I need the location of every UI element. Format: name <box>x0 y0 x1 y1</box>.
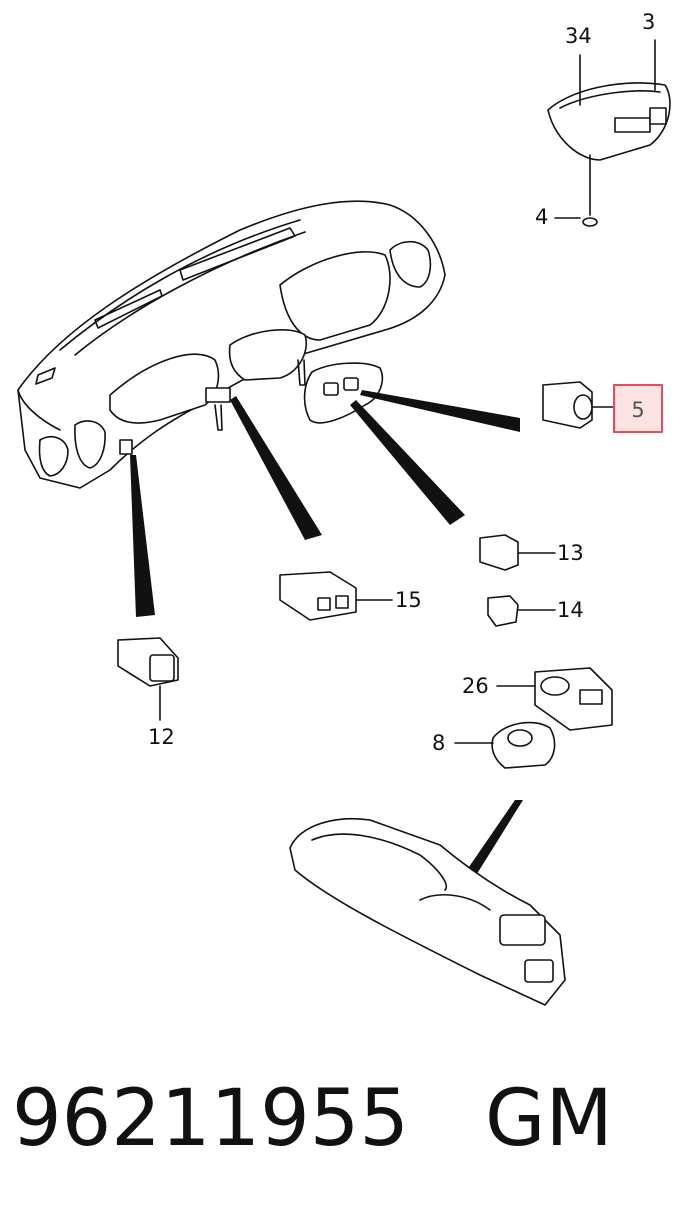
callout-14: 14 <box>557 598 584 622</box>
cap-14-part <box>487 595 556 627</box>
switch-13-part <box>479 534 556 571</box>
highlighted-part-callout[interactable]: 5 <box>613 384 663 433</box>
instrument-panel <box>17 200 446 489</box>
callout-13: 13 <box>557 541 584 565</box>
callout-15: 15 <box>395 588 422 612</box>
switch-panel-26-part <box>496 667 613 731</box>
switch-bezel <box>303 362 384 424</box>
callout-8: 8 <box>432 731 446 755</box>
brand-label: GM <box>485 1074 613 1164</box>
callout-5: 5 <box>631 398 645 422</box>
callout-3: 3 <box>642 10 656 34</box>
leader-lines <box>130 390 523 885</box>
callout-26: 26 <box>462 674 489 698</box>
socket-12-part <box>117 637 179 721</box>
callout-12: 12 <box>148 725 175 749</box>
overhead-console-part <box>547 39 671 161</box>
switch-15-part <box>279 571 393 621</box>
knob-housing-8-part <box>454 721 556 769</box>
part-number: 96211955 <box>12 1074 410 1164</box>
switch-5-part <box>542 381 615 429</box>
center-console <box>289 817 566 1006</box>
callout-4: 4 <box>535 205 549 229</box>
callout-34: 34 <box>565 24 592 48</box>
screw-part <box>554 154 598 227</box>
